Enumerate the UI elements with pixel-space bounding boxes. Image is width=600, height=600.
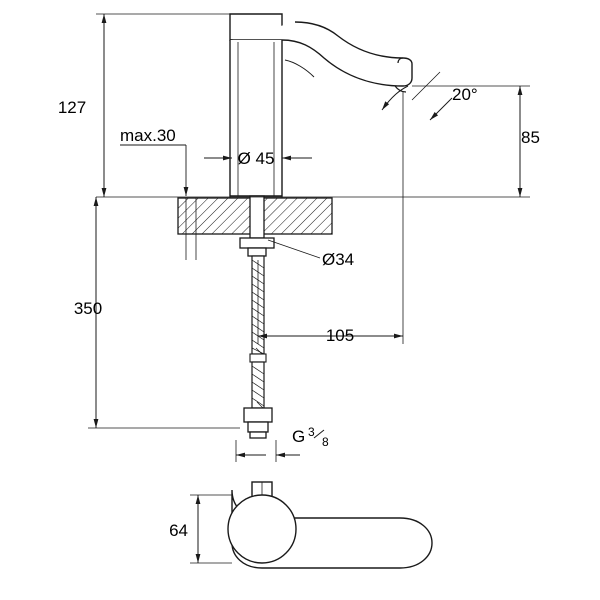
- dim-max-30: max.30: [120, 126, 189, 196]
- plan-view-faucet: [227, 481, 433, 569]
- dim-label-d34: Ø34: [322, 250, 354, 269]
- dim-label-127: 127: [58, 98, 86, 117]
- dim-reach-105: 105: [258, 326, 403, 345]
- dim-label-20deg: 20°: [452, 85, 478, 104]
- dim-label-350: 350: [74, 299, 102, 318]
- dim-height-127: 127: [58, 14, 107, 197]
- dim-label-max30: max.30: [120, 126, 176, 145]
- dim-height-350: 350: [74, 197, 102, 428]
- countertop-section: [177, 197, 333, 235]
- dim-thread-g38: G 3 8: [236, 425, 329, 458]
- dim-label-d45: Ø 45: [238, 149, 275, 168]
- dim-diameter-45: Ø 45: [204, 149, 312, 168]
- faucet-spout: [230, 21, 413, 87]
- sensor-window: [284, 59, 315, 78]
- dim-label-g-denominator: 8: [322, 435, 329, 449]
- faucet-column-edges: [237, 42, 275, 196]
- g38-connector: [243, 407, 273, 439]
- dim-label-64: 64: [169, 521, 188, 540]
- mounting-shank: [239, 195, 275, 257]
- dim-label-85: 85: [521, 128, 540, 147]
- dim-label-g: G: [292, 427, 305, 446]
- dim-diameter-34: Ø34: [322, 250, 354, 269]
- dim-height-85: 85: [517, 86, 540, 197]
- dim-label-g-numerator: 3: [308, 425, 315, 439]
- dim-angle-20: 20°: [381, 71, 478, 121]
- dim-label-105: 105: [326, 326, 354, 345]
- dim-base-64: 64: [169, 495, 201, 563]
- faucet-body-outline: [229, 13, 413, 87]
- extension-lines: [88, 13, 530, 564]
